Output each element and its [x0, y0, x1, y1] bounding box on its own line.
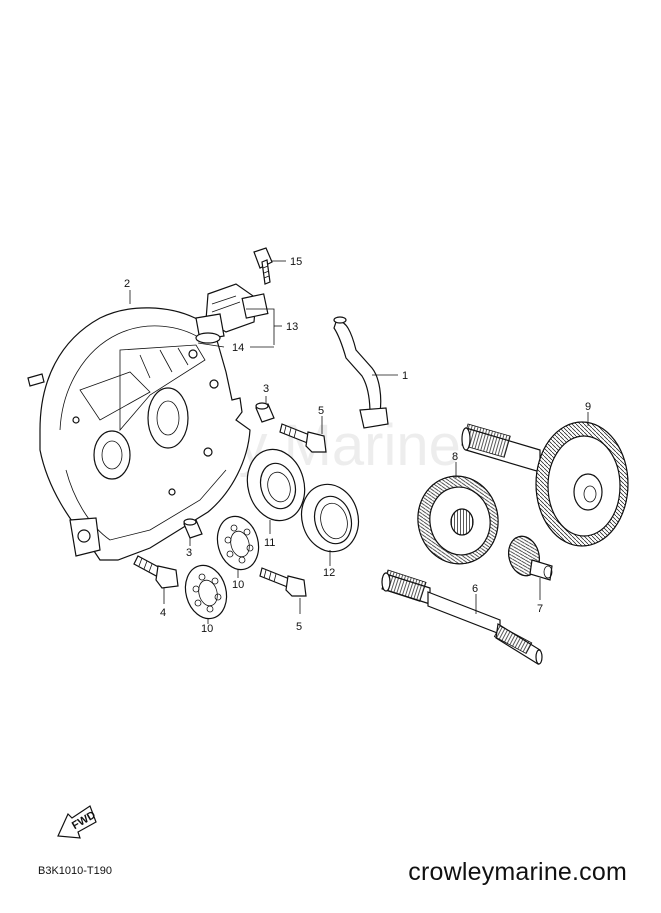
callout-7: 7 [537, 603, 543, 615]
part-9-gear-shaft[interactable] [461, 421, 629, 547]
part-14-o-ring[interactable] [195, 332, 221, 344]
callout-10-lower: 10 [201, 623, 213, 635]
part-4-bolt[interactable] [133, 555, 179, 589]
part-11-bearing[interactable] [240, 443, 313, 527]
part-3-dowel-pin-lower[interactable] [183, 518, 203, 539]
part-2-transmission-case[interactable] [27, 307, 251, 561]
callout-11: 11 [264, 537, 275, 549]
callout-10-upper: 10 [232, 579, 244, 591]
part-3-dowel-pin-upper[interactable] [255, 402, 275, 423]
part-12-oil-seal[interactable] [294, 478, 366, 558]
callout-13: 13 [286, 321, 298, 333]
callout-12: 12 [323, 567, 335, 579]
part-13-sensor[interactable] [195, 283, 269, 341]
diagram-code: B3K1010-T190 [38, 865, 112, 877]
callout-5-lower: 5 [296, 621, 302, 633]
part-10-bearing-upper[interactable] [212, 512, 265, 575]
part-10-bearing-lower[interactable] [180, 561, 233, 624]
part-6-main-shaft[interactable] [381, 569, 543, 665]
callout-3-lower: 3 [186, 547, 192, 559]
part-5-bolt-lower[interactable] [259, 567, 307, 597]
callout-4: 4 [160, 607, 166, 619]
callout-15: 15 [290, 256, 302, 268]
part-7-small-gear[interactable] [504, 533, 553, 581]
part-5-bolt-upper[interactable] [279, 423, 327, 453]
callout-14: 14 [232, 342, 244, 354]
callouts: 15 2 13 14 1 3 5 9 8 11 3 12 10 6 7 4 5 … [124, 256, 591, 635]
callout-5-upper: 5 [318, 405, 324, 417]
part-8-gear[interactable] [411, 470, 505, 571]
leader-lines [129, 260, 589, 624]
callout-8: 8 [452, 451, 458, 463]
site-url[interactable]: crowleymarine.com [408, 858, 627, 886]
part-15-bolt[interactable] [253, 247, 273, 285]
callout-3-upper: 3 [263, 383, 269, 395]
callout-9: 9 [585, 401, 591, 413]
callout-1: 1 [402, 370, 408, 382]
callout-2: 2 [124, 278, 130, 290]
part-1-hose[interactable] [333, 316, 389, 429]
callout-6: 6 [472, 583, 478, 595]
fwd-arrow-icon: FWD [57, 805, 98, 839]
